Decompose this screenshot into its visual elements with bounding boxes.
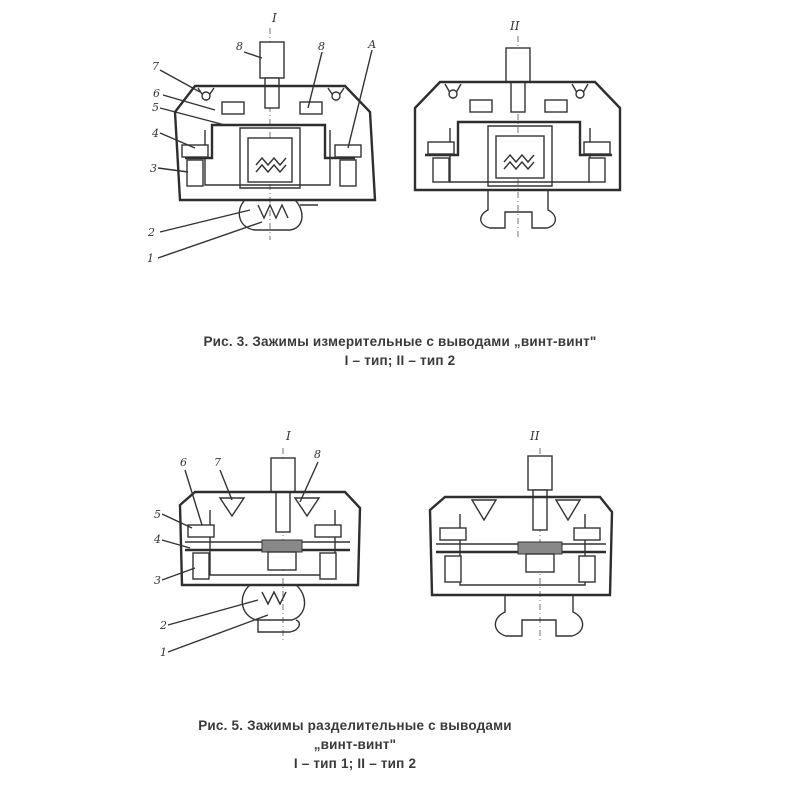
figure-3-caption-title: Рис. 3. Зажимы измерительные с выводами … bbox=[203, 334, 597, 349]
fig3-view2-label: II bbox=[509, 19, 520, 33]
fig5-label-5: 5 bbox=[154, 508, 161, 521]
fig3-view1-leaders bbox=[157, 49, 373, 259]
fig3-label-8a: 8 bbox=[236, 40, 243, 53]
fig5-label-2: 2 bbox=[159, 619, 167, 632]
fig3-view1-part-labels: 7 6 5 4 3 2 1 8 8 А bbox=[147, 38, 376, 265]
fig3-label-5: 5 bbox=[152, 101, 159, 114]
fig5-view1-drawing: I bbox=[178, 429, 362, 640]
fig5-view2-label: II bbox=[529, 429, 540, 443]
figure-5-caption: Рис. 5. Зажимы разделительные с выводами… bbox=[130, 716, 580, 773]
figure-5-caption-title: Рис. 5. Зажимы разделительные с выводами bbox=[198, 718, 512, 733]
fig3-view2-drawing: II bbox=[413, 19, 622, 240]
fig5-view1-leaders bbox=[161, 461, 319, 653]
fig5-label-4: 4 bbox=[153, 533, 161, 546]
fig3-view1-drawing: I bbox=[173, 11, 377, 240]
fig3-label-3: 3 bbox=[150, 162, 157, 175]
fig5-label-6: 6 bbox=[180, 456, 187, 469]
fig3-label-2: 2 bbox=[147, 226, 155, 239]
fig5-view1-label: I bbox=[285, 429, 291, 443]
fig3-label-a: А bbox=[367, 38, 376, 51]
figure-3-caption-types: I – тип; II – тип 2 bbox=[344, 353, 456, 368]
fig3-label-1: 1 bbox=[147, 252, 154, 265]
fig5-label-3: 3 bbox=[154, 574, 161, 587]
fig3-label-4: 4 bbox=[151, 127, 159, 140]
fig5-label-1: 1 bbox=[160, 646, 167, 659]
fig3-label-6: 6 bbox=[153, 87, 160, 100]
fig3-label-7: 7 bbox=[152, 60, 159, 73]
fig5-label-8: 8 bbox=[314, 448, 321, 461]
fig5-label-7: 7 bbox=[214, 456, 221, 469]
figure-3-caption: Рис. 3. Зажимы измерительные с выводами … bbox=[130, 332, 670, 370]
fig3-view1-label: I bbox=[271, 11, 277, 25]
figure-5-caption-subtitle: „винт-винт" bbox=[313, 737, 397, 752]
figure-5-caption-types: I – тип 1; II – тип 2 bbox=[293, 756, 417, 771]
fig5-view2-drawing: II bbox=[428, 429, 614, 640]
fig3-label-8b: 8 bbox=[318, 40, 325, 53]
fig5-view1-part-labels: 6 7 8 5 4 3 2 1 bbox=[153, 448, 321, 659]
